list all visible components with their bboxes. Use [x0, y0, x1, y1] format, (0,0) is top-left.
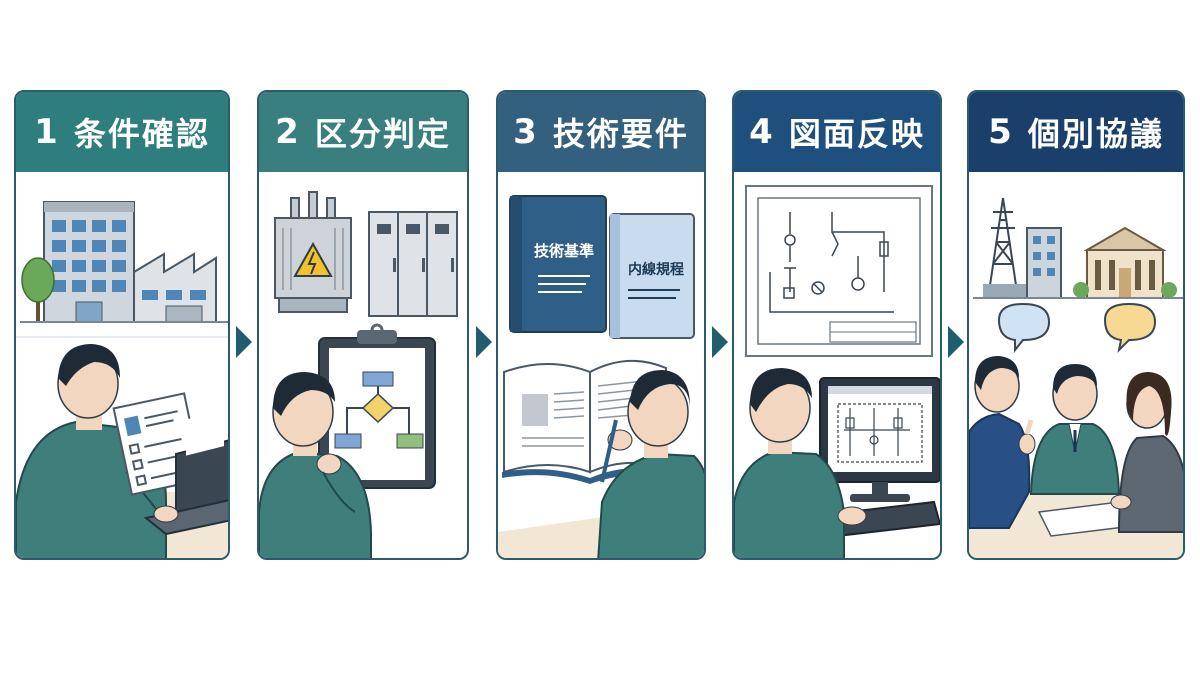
step-card-2: 2 区分判定 — [257, 90, 469, 560]
step-card-4: 4 図面反映 — [732, 90, 942, 560]
arrow-right-icon-1 — [236, 326, 252, 358]
step-number-1: 1 — [34, 112, 60, 152]
step-card-3: 3 技術要件 技術基準 内線規程 — [496, 90, 706, 560]
step-number-2: 2 — [275, 112, 301, 152]
step-header-3: 3 技術要件 — [498, 92, 704, 172]
step-title-5: 個別協議 — [1027, 115, 1164, 153]
step-header-4: 4 図面反映 — [734, 92, 940, 172]
circuit-drawing-monitor-icon — [734, 185, 940, 558]
arrow-right-icon-4 — [948, 326, 964, 358]
step-number-4: 4 — [749, 112, 775, 152]
step-illustration-3: 技術基準 内線規程 — [498, 172, 704, 558]
step-title-2: 区分判定 — [314, 115, 451, 153]
building-factory-checklist-icon — [16, 201, 228, 558]
step-header-2: 2 区分判定 — [259, 92, 467, 172]
step-header-1: 1 条件確認 — [16, 92, 228, 172]
arrow-right-icon-3 — [712, 326, 728, 358]
step-card-1: 1 条件確認 — [14, 90, 230, 560]
step-title-4: 図面反映 — [788, 115, 925, 153]
transformer-switchgear-flowchart-icon — [259, 191, 458, 558]
step-illustration-1 — [16, 172, 228, 558]
step-number-3: 3 — [513, 112, 539, 152]
arrow-right-icon-2 — [476, 326, 492, 358]
book-label-2: 内線規程 — [628, 261, 684, 278]
step-card-5: 5 個別協議 — [967, 90, 1185, 560]
step-title-1: 条件確認 — [73, 115, 210, 153]
technical-books-icon: 技術基準 内線規程 — [498, 195, 704, 558]
step-illustration-4 — [734, 172, 940, 558]
step-illustration-2 — [259, 172, 467, 558]
step-header-5: 5 個別協議 — [969, 92, 1183, 172]
meeting-consultation-icon — [969, 197, 1183, 558]
step-title-3: 技術要件 — [552, 115, 689, 153]
book-label-1: 技術基準 — [534, 242, 594, 260]
step-number-5: 5 — [988, 112, 1014, 152]
step-illustration-5 — [969, 172, 1183, 558]
